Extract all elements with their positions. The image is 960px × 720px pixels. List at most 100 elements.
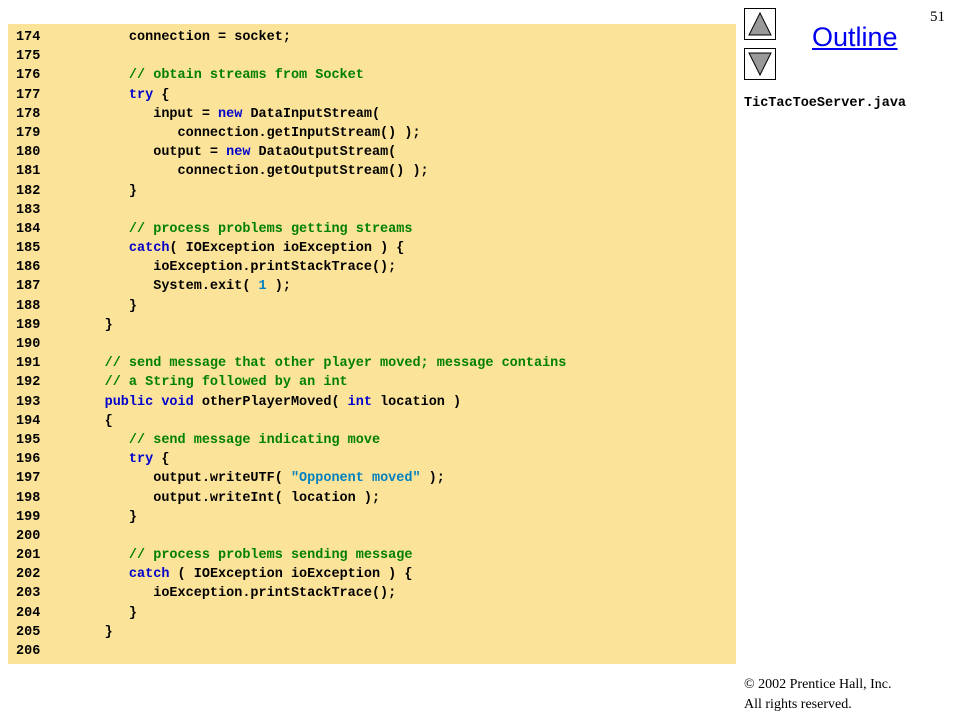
code-text: // send message indicating move [56, 431, 380, 450]
code-line: 174 connection = socket; [8, 28, 736, 47]
code-text: // send message that other player moved;… [56, 354, 567, 373]
previous-slide-button[interactable] [744, 8, 776, 40]
code-line: 182 } [8, 182, 736, 201]
code-line: 192 // a String followed by an int [8, 373, 736, 392]
line-number: 196 [16, 452, 41, 468]
code-line: 176 // obtain streams from Socket [8, 66, 736, 85]
line-number: 177 [16, 87, 41, 103]
code-text: catch ( IOException ioException ) { [56, 565, 413, 584]
code-token: } [56, 183, 138, 199]
code-text: } [56, 604, 137, 623]
line-number: 186 [16, 260, 41, 276]
triangle-down-icon [748, 52, 772, 77]
next-slide-button[interactable] [744, 48, 776, 80]
keyword-token: new [226, 145, 251, 161]
code-text: System.exit( 1 ); [56, 277, 291, 296]
keyword-token: void [161, 394, 194, 410]
line-number: 203 [16, 586, 41, 602]
code-token [56, 567, 129, 582]
line-number: 202 [16, 567, 41, 583]
code-text: { [56, 412, 113, 431]
code-line: 179 connection.getInputStream() ); [8, 124, 736, 143]
line-number: 201 [16, 548, 41, 564]
line-number: 200 [16, 528, 41, 544]
line-number: 188 [16, 298, 41, 314]
line-number: 175 [16, 49, 41, 65]
code-token [56, 241, 129, 256]
line-number: 189 [16, 317, 41, 333]
outline-link[interactable]: Outline [812, 22, 898, 52]
code-token: { [56, 413, 113, 429]
line-number: 179 [16, 125, 41, 141]
comment-token: // send message that other player moved;… [56, 356, 567, 372]
code-text: // obtain streams from Socket [56, 66, 364, 85]
code-text: } [56, 508, 137, 527]
code-token: input = [56, 106, 219, 122]
code-token: connection.getInputStream() ); [56, 125, 421, 141]
code-line: 206 [8, 642, 736, 661]
keyword-token: catch [128, 241, 170, 257]
code-line: 186 ioException.printStackTrace(); [8, 258, 736, 277]
code-token: System.exit( [56, 279, 259, 295]
literal-token: 1 [258, 279, 267, 295]
keyword-token: catch [128, 567, 170, 583]
code-token: } [56, 509, 138, 525]
line-number: 183 [16, 202, 41, 218]
code-token: ); [266, 279, 291, 295]
code-text: output = new DataOutputStream( [56, 143, 396, 162]
code-line: 197 output.writeUTF( "Opponent moved" ); [8, 469, 736, 488]
code-token: output.writeUTF( [56, 471, 291, 487]
code-token: connection = socket; [56, 30, 291, 45]
code-text: public void otherPlayerMoved( int locati… [56, 393, 462, 412]
code-line: 178 input = new DataInputStream( [8, 105, 736, 124]
code-token: DataOutputStream( [250, 145, 397, 161]
line-number: 194 [16, 413, 41, 429]
line-number: 193 [16, 394, 41, 410]
line-number: 176 [16, 68, 41, 84]
code-token: connection.getOutputStream() ); [56, 164, 429, 180]
comment-token: // obtain streams from Socket [56, 68, 364, 84]
code-line: 201 // process problems sending message [8, 546, 736, 565]
file-name-label: TicTacToeServer.java [744, 96, 907, 111]
code-line: 185 catch( IOException ioException ) { [8, 239, 736, 258]
code-line: 189 } [8, 316, 736, 335]
code-text: try { [56, 86, 170, 105]
line-number: 197 [16, 471, 41, 487]
code-line: 181 connection.getOutputStream() ); [8, 162, 736, 181]
comment-token: // process problems getting streams [56, 221, 413, 237]
code-token: ( IOException ioException ) { [169, 567, 413, 583]
rights-line: All rights reserved. [744, 697, 852, 712]
code-text: output.writeInt( location ); [56, 489, 380, 508]
code-token: output.writeInt( location ); [56, 490, 381, 506]
code-token: otherPlayerMoved( [193, 394, 348, 410]
code-line: 184 // process problems getting streams [8, 220, 736, 239]
comment-token: // process problems sending message [56, 548, 413, 564]
code-line: 204 } [8, 604, 736, 623]
code-token [56, 88, 129, 103]
keyword-token: public [104, 394, 154, 410]
code-token: ); [420, 471, 445, 487]
line-number: 174 [16, 30, 41, 45]
code-text: input = new DataInputStream( [56, 105, 380, 124]
code-text: try { [56, 450, 170, 469]
code-line: 203 ioException.printStackTrace(); [8, 584, 736, 603]
keyword-token: int [347, 394, 372, 410]
code-text: // a String followed by an int [56, 373, 348, 392]
code-token [56, 395, 105, 410]
code-text: ioException.printStackTrace(); [56, 584, 396, 603]
code-text: output.writeUTF( "Opponent moved" ); [56, 469, 445, 488]
code-token: } [56, 624, 113, 640]
line-number: 192 [16, 375, 41, 391]
code-token: output = [56, 145, 227, 161]
code-text: // process problems sending message [56, 546, 413, 565]
code-line: 193 public void otherPlayerMoved( int lo… [8, 393, 736, 412]
code-text: } [56, 316, 113, 335]
literal-token: "Opponent moved" [290, 471, 421, 487]
triangle-up-icon [748, 11, 772, 36]
code-text: // process problems getting streams [56, 220, 413, 239]
code-line: 177 try { [8, 86, 736, 105]
page-number: 51 [930, 9, 945, 25]
code-token: ioException.printStackTrace(); [56, 260, 397, 276]
code-line: 195 // send message indicating move [8, 431, 736, 450]
